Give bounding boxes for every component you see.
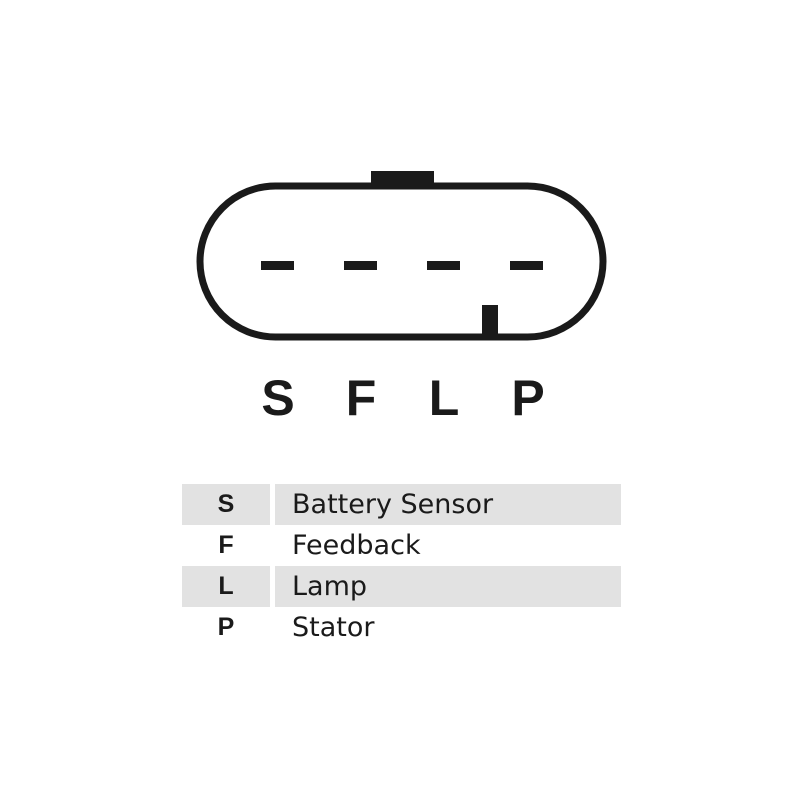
pin-blade-l bbox=[427, 261, 460, 270]
pin-label-p: P bbox=[511, 370, 544, 426]
legend-row-s: S Battery Sensor bbox=[182, 484, 621, 525]
legend-code: S bbox=[182, 484, 270, 525]
connector-locking-tab bbox=[371, 171, 434, 188]
legend-gap bbox=[270, 607, 275, 648]
pin-blade-p bbox=[510, 261, 543, 270]
pin-legend-table: S Battery Sensor F Feedback L Lamp P Sta… bbox=[182, 484, 621, 648]
legend-description: Stator bbox=[292, 612, 375, 643]
pin-label-s: S bbox=[261, 370, 294, 426]
pin-blade-s bbox=[261, 261, 294, 270]
legend-gap bbox=[270, 525, 275, 566]
legend-gap bbox=[270, 566, 275, 607]
legend-code: F bbox=[218, 531, 234, 559]
pin-label-l: L bbox=[429, 370, 460, 426]
pin-blade-f bbox=[344, 261, 377, 270]
legend-code: P bbox=[217, 613, 235, 641]
legend-row-p: P Stator bbox=[182, 607, 621, 648]
connector-key bbox=[482, 305, 498, 336]
legend-description: Lamp bbox=[275, 566, 621, 607]
pin-label-f: F bbox=[346, 370, 377, 426]
legend-row-f: F Feedback bbox=[182, 525, 621, 566]
legend-code: L bbox=[182, 566, 270, 607]
legend-gap bbox=[270, 484, 275, 525]
legend-description: Battery Sensor bbox=[275, 484, 621, 525]
legend-row-l: L Lamp bbox=[182, 566, 621, 607]
legend-description: Feedback bbox=[292, 530, 421, 561]
